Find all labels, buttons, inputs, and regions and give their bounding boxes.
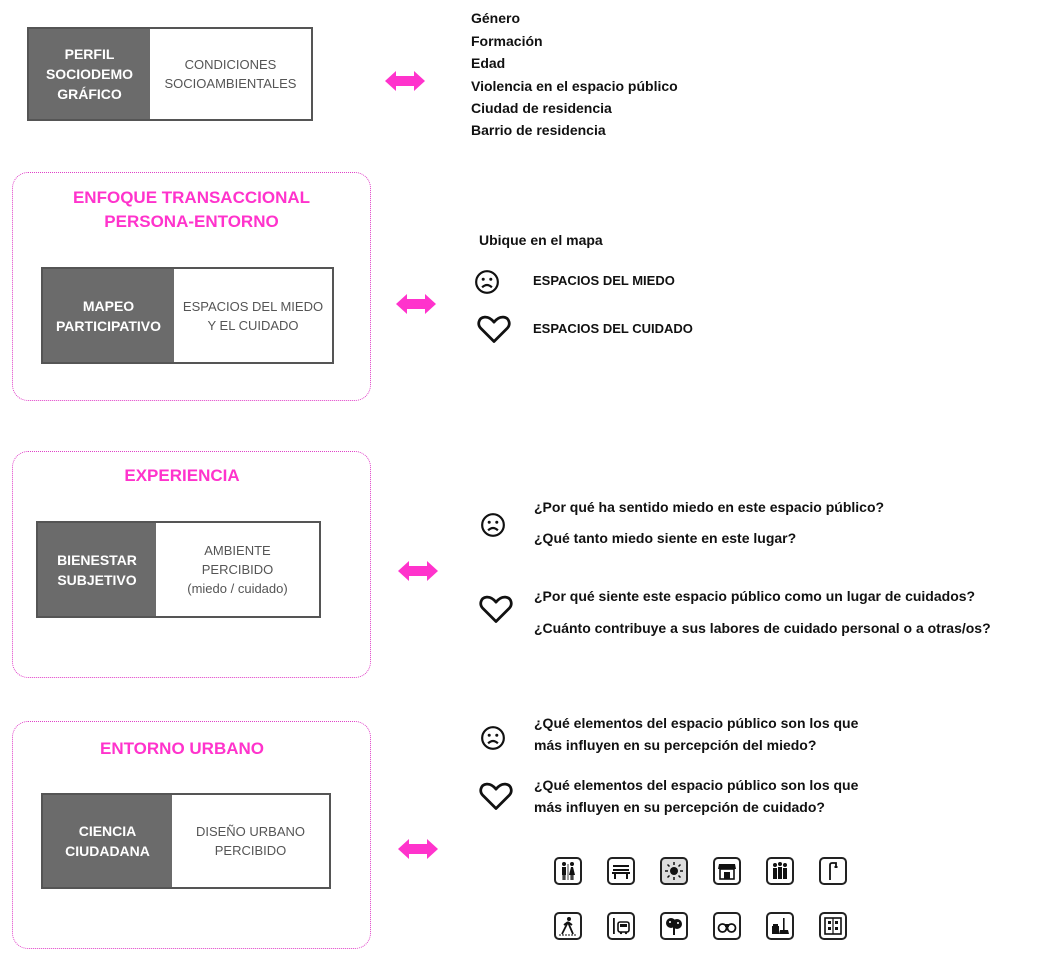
restroom-icon bbox=[554, 857, 582, 885]
ciencia-label: CIENCIA CIUDADANA bbox=[43, 795, 172, 887]
enfoque-frame bbox=[12, 172, 371, 401]
item-genero: Género bbox=[471, 10, 521, 26]
item-barrio: Barrio de residencia bbox=[471, 122, 606, 138]
bus-stop-icon bbox=[607, 912, 635, 940]
item-violencia: Violencia en el espacio público bbox=[471, 78, 678, 94]
item-edad: Edad bbox=[471, 55, 506, 71]
perfil-label: PERFIL SOCIODEMO GRÁFICO bbox=[29, 29, 150, 119]
heart-icon bbox=[476, 314, 512, 344]
mapeo-box: MAPEO PARTICIPATIVO ESPACIOS DEL MIEDO Y… bbox=[41, 267, 334, 364]
care-spaces-label: ESPACIOS DEL CUIDADO bbox=[533, 321, 693, 336]
fear-question-2: ¿Qué tanto miedo siente en este lugar? bbox=[534, 530, 797, 546]
care-elements-line-1: ¿Qué elementos del espacio público son l… bbox=[534, 777, 859, 793]
streetlight-icon bbox=[819, 857, 847, 885]
double-arrow-icon bbox=[396, 293, 436, 315]
espacios-label: ESPACIOS DEL MIEDO Y EL CUIDADO bbox=[182, 298, 324, 333]
sun-icon bbox=[660, 857, 688, 885]
experiencia-title: EXPERIENCIA bbox=[124, 466, 240, 485]
shop-icon bbox=[713, 857, 741, 885]
heart-icon bbox=[478, 781, 514, 811]
care-question-1: ¿Por qué siente este espacio público com… bbox=[534, 588, 976, 604]
ambiente-label: AMBIENTE PERCIBIDO (miedo / cuidado) bbox=[187, 543, 288, 596]
binoculars-icon bbox=[713, 912, 741, 940]
tree-icon bbox=[660, 912, 688, 940]
fear-question-1: ¿Por qué ha sentido miedo en este espaci… bbox=[534, 499, 885, 515]
bienestar-box: BIENESTAR SUBJETIVO AMBIENTE PERCIBIDO (… bbox=[36, 521, 321, 618]
care-question-2: ¿Cuánto contribuye a sus labores de cuid… bbox=[534, 620, 991, 636]
condiciones-label: CONDICIONES SOCIOAMBIENTALES bbox=[164, 57, 297, 91]
fear-spaces-label: ESPACIOS DEL MIEDO bbox=[533, 273, 675, 288]
sad-face-icon bbox=[480, 512, 506, 538]
sad-face-icon bbox=[474, 269, 500, 295]
experiencia-frame bbox=[12, 451, 371, 678]
enfoque-title: ENFOQUE TRANSACCIONAL PERSONA-ENTORNO bbox=[72, 188, 311, 231]
entorno-frame bbox=[12, 721, 371, 949]
perfil-box: PERFIL SOCIODEMO GRÁFICO CONDICIONES SOC… bbox=[27, 27, 313, 121]
heart-icon bbox=[478, 594, 514, 624]
building-icon bbox=[819, 912, 847, 940]
double-arrow-icon bbox=[398, 838, 438, 860]
care-elements-line-2: más influyen en su percepción de cuidado… bbox=[534, 799, 825, 815]
double-arrow-icon bbox=[385, 70, 425, 92]
sad-face-icon bbox=[480, 725, 506, 751]
mapeo-label: MAPEO PARTICIPATIVO bbox=[43, 269, 174, 362]
fear-elements-line-1: ¿Qué elementos del espacio público son l… bbox=[534, 715, 859, 731]
crowd-icon bbox=[766, 857, 794, 885]
item-formacion: Formación bbox=[471, 33, 543, 49]
entorno-title: ENTORNO URBANO bbox=[99, 739, 265, 758]
map-prompt: Ubique en el mapa bbox=[479, 232, 603, 248]
pedestrian-icon bbox=[554, 912, 582, 940]
cleaning-icon bbox=[766, 912, 794, 940]
diseno-label: DISEÑO URBANO PERCIBIDO bbox=[195, 824, 306, 858]
bench-icon bbox=[607, 857, 635, 885]
double-arrow-icon bbox=[398, 560, 438, 582]
fear-elements-line-2: más influyen en su percepción del miedo? bbox=[534, 737, 817, 753]
item-ciudad: Ciudad de residencia bbox=[471, 100, 612, 116]
ciencia-box: CIENCIA CIUDADANA DISEÑO URBANO PERCIBID… bbox=[41, 793, 331, 889]
bienestar-label: BIENESTAR SUBJETIVO bbox=[38, 523, 156, 616]
